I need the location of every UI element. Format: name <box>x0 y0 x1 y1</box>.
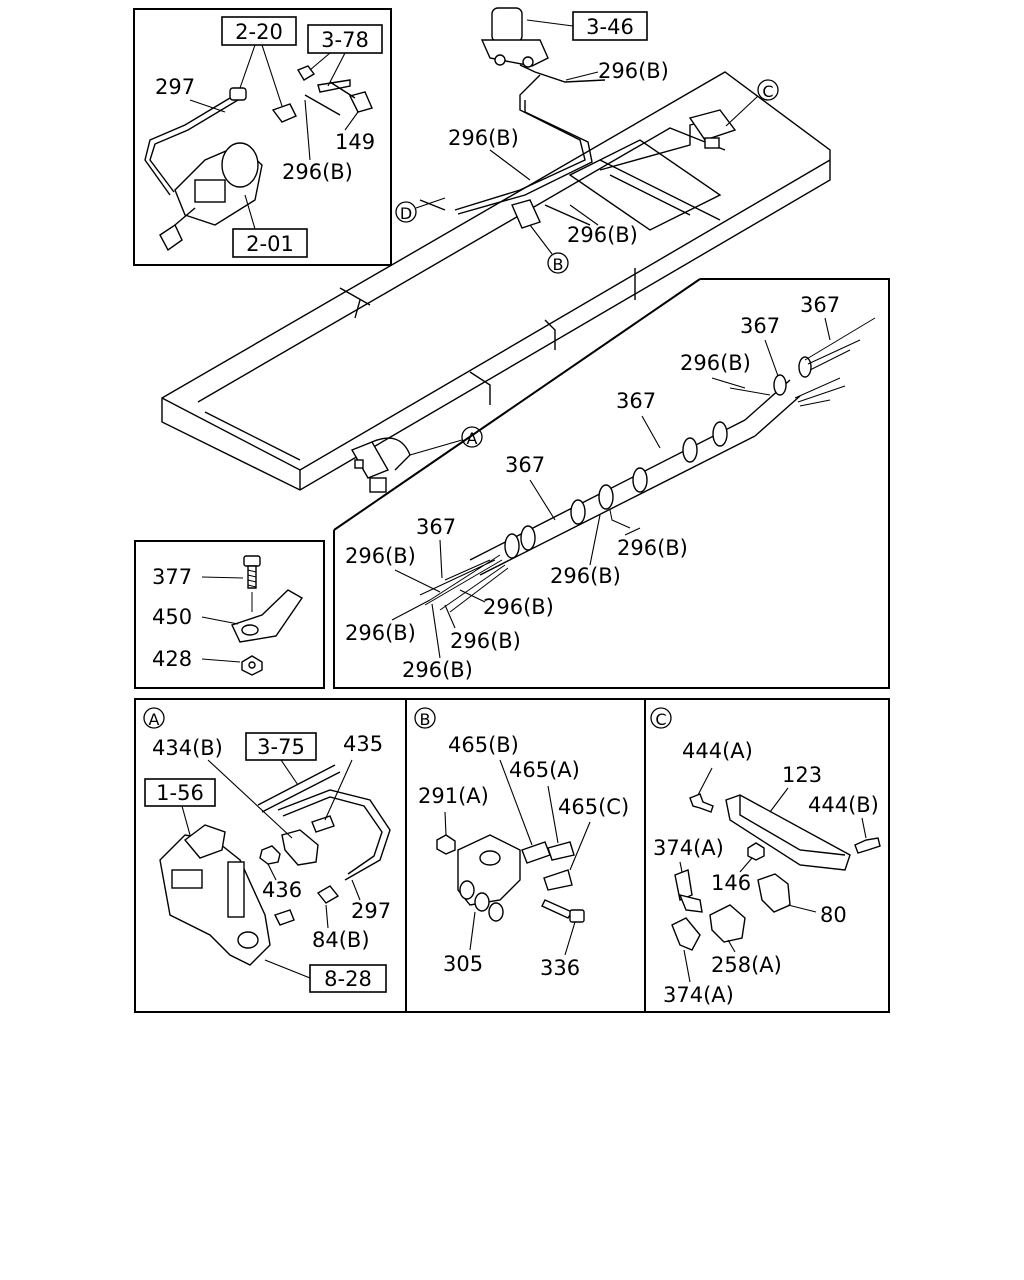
hose-297-label: 297 <box>155 75 195 99</box>
inset-valve: 2-20 3-78 297 149 296(B) 2-01 <box>133 8 392 266</box>
bolt-444b-label: 444(B) <box>808 793 879 817</box>
harness-296b-label-5: 296(B) <box>483 595 554 619</box>
detail-b-marker: B <box>420 710 431 729</box>
harness-296b-label-3: 296(B) <box>617 536 688 560</box>
harness-367-label-d: 367 <box>505 453 545 477</box>
fitting-305-label: 305 <box>443 952 483 976</box>
pipe-296b-label-2: 296(B) <box>448 126 519 150</box>
bracket-123-label: 123 <box>782 763 822 787</box>
nut-291a-label: 291(A) <box>418 784 489 808</box>
bolt-444a-label: 444(A) <box>682 739 753 763</box>
bolt-465c-label: 465(C) <box>558 795 629 819</box>
marker-a-main: A <box>467 429 478 448</box>
block-258a-label: 258(A) <box>711 953 782 977</box>
marker-b-main: B <box>553 255 564 274</box>
harness-296b-label-1: 296(B) <box>680 351 751 375</box>
pipe-296b-label-3: 296(B) <box>567 223 638 247</box>
harness-296b-label-2: 296(B) <box>345 544 416 568</box>
ref-3-78: 3-78 <box>321 28 369 52</box>
nut-436-label: 436 <box>262 878 302 902</box>
harness-367-label-e: 367 <box>416 515 456 539</box>
inset-bracket: 377 450 428 <box>134 540 325 689</box>
harness-296b-label-7: 296(B) <box>450 629 521 653</box>
tee-80-label: 80 <box>820 903 847 927</box>
valve-c-part <box>688 109 737 149</box>
ref-3-75: 3-75 <box>257 735 305 759</box>
clip-434b-label: 434(B) <box>152 736 223 760</box>
ref-3-46: 3-46 <box>586 15 634 39</box>
ref-8-28: 8-28 <box>324 967 372 991</box>
fitting-84b-label: 84(B) <box>312 928 370 952</box>
marker-d-main: D <box>400 204 412 223</box>
harness-296b-label-8: 296(B) <box>402 658 473 682</box>
pipe-296b-label-1: 296(B) <box>598 59 669 83</box>
harness-296b-label-4: 296(B) <box>550 564 621 588</box>
detail-b: B 291(A) 465(B) 465(A) 465(C) 305 336 <box>414 707 629 980</box>
bolt-465a-label: 465(A) <box>509 758 580 782</box>
bracket-b-part <box>511 199 541 229</box>
detail-c-marker: C <box>655 710 666 729</box>
marker-c-main: C <box>762 82 773 101</box>
detail-a: A 434(B) 3-75 435 1-56 436 297 <box>143 707 391 993</box>
valve-a-part <box>350 437 411 493</box>
relay-valve-part <box>480 7 549 68</box>
bolt-435-label: 435 <box>343 732 383 756</box>
bracket-450-label: 450 <box>152 605 192 629</box>
detail-panels-frame <box>134 698 890 1013</box>
harness-296b-label-6: 296(B) <box>345 621 416 645</box>
harness-367-label-a: 367 <box>800 293 840 317</box>
harness-367-label-b: 367 <box>740 314 780 338</box>
ref-1-56: 1-56 <box>156 781 204 805</box>
harness-367-label-c: 367 <box>616 389 656 413</box>
elbow-374a-label-2: 374(A) <box>663 983 734 1007</box>
bolt-336-label: 336 <box>540 956 580 980</box>
bolt-149-label: 149 <box>335 130 375 154</box>
ref-2-01: 2-01 <box>246 232 294 256</box>
detail-c: C 444(A) 123 444(B) 374(A) 146 80 258(A) <box>650 707 881 1007</box>
bolt-377-label: 377 <box>152 565 192 589</box>
hose-297-detail-label: 297 <box>351 899 391 923</box>
inset-harness: 367 367 296(B) 367 367 367 296(B) 296(B)… <box>333 278 890 689</box>
elbow-374a-label-1: 374(A) <box>653 836 724 860</box>
nut-146-label: 146 <box>711 871 751 895</box>
pipe-296b-label: 296(B) <box>282 160 353 184</box>
nut-428-label: 428 <box>152 647 192 671</box>
main-chassis-view: 3-46 296(B) 296(B) 296(B) C D B A <box>161 7 831 493</box>
bolt-465b-label: 465(B) <box>448 733 519 757</box>
ref-2-20: 2-20 <box>235 20 283 44</box>
detail-a-marker: A <box>149 710 160 729</box>
